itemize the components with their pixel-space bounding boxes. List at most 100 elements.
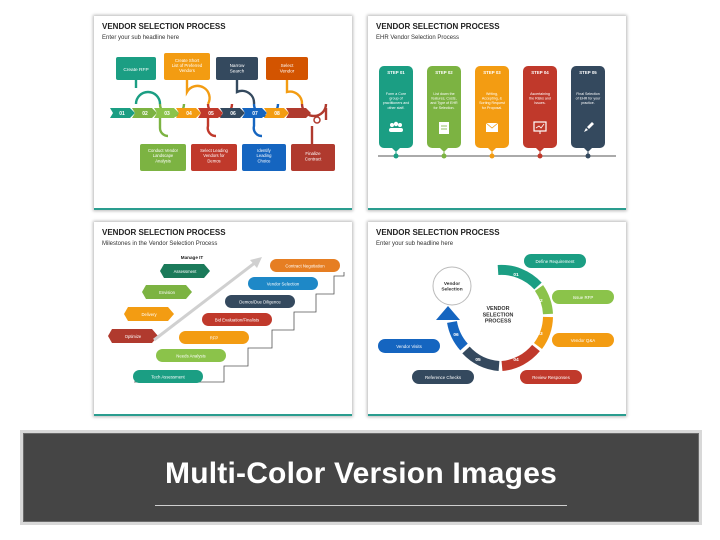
slide-thumbnail-2[interactable]: VENDOR SELECTION PROCESS EHR Vendor Sele…	[368, 16, 626, 210]
svg-text:02: 02	[537, 298, 543, 304]
people-icon	[389, 121, 403, 132]
svg-text:Issue RFP: Issue RFP	[573, 295, 594, 300]
stair-pill-7: Tech Assessment	[133, 370, 203, 383]
svg-text:Vendor Selection: Vendor Selection	[267, 282, 300, 287]
svg-text:STEP 04: STEP 04	[531, 70, 549, 75]
stair-pill-1: Contract Negotiation	[270, 259, 340, 272]
pill-review-responses: Review Responses	[520, 370, 582, 384]
svg-text:Tech Assessment: Tech Assessment	[151, 375, 185, 380]
svg-text:Optimize: Optimize	[125, 334, 142, 339]
slide-title: VENDOR SELECTION PROCESS	[102, 228, 226, 237]
svg-text:Manage IT: Manage IT	[181, 255, 204, 260]
slide-subtitle: Enter your sub headline here	[102, 35, 180, 41]
svg-text:Assessment: Assessment	[174, 269, 198, 274]
svg-text:Review Responses: Review Responses	[532, 375, 570, 380]
slide-thumbnail-4[interactable]: VENDOR SELECTION PROCESS Enter your sub …	[368, 222, 626, 416]
svg-text:Define Requirement: Define Requirement	[535, 259, 575, 264]
slide-thumbnail-3[interactable]: VENDOR SELECTION PROCESS Milestones in t…	[94, 222, 352, 416]
svg-text:02: 02	[142, 111, 148, 117]
slide-title: VENDOR SELECTION PROCESS	[102, 22, 226, 31]
top-box-1: Create RFP	[116, 57, 156, 80]
monitor-icon	[533, 121, 547, 134]
svg-text:STEP 02: STEP 02	[435, 70, 453, 75]
pill-reference-checks: Reference Checks	[412, 370, 474, 384]
svg-text:04: 04	[186, 111, 192, 117]
slide-subtitle: EHR Vendor Selection Process	[376, 35, 460, 41]
pill-vendor-visits: Vendor Visits	[378, 339, 440, 353]
svg-text:03: 03	[537, 331, 543, 337]
stair-pill-6: Needs Analysis	[156, 349, 226, 362]
left-pill-3: Delivery	[124, 307, 174, 321]
svg-text:STEP 03: STEP 03	[483, 70, 501, 75]
stair-pill-2: Vendor Selection	[248, 277, 318, 290]
step-card-3: STEP 03 Writing,Accepting, &Sorting Requ…	[475, 66, 509, 159]
svg-text:06: 06	[453, 332, 459, 338]
svg-text:STEP 05: STEP 05	[579, 70, 597, 75]
svg-text:01: 01	[513, 272, 519, 278]
svg-text:Vendor Q&A: Vendor Q&A	[571, 338, 595, 343]
svg-text:Contract Negotiation: Contract Negotiation	[285, 264, 325, 269]
multi-color-banner: Multi-Color Version Images	[20, 430, 702, 525]
slide-title: VENDOR SELECTION PROCESS	[376, 228, 500, 237]
left-pill-1: Assessment	[160, 264, 210, 278]
stair-pill-3: Demos/Due Diligence	[225, 295, 295, 308]
slide-thumbnail-1[interactable]: VENDOR SELECTION PROCESS Enter your sub …	[94, 16, 352, 210]
svg-text:Bid Evaluation/Finalists: Bid Evaluation/Finalists	[215, 318, 259, 323]
number-arrows: 01 02 03 04 05 06 07 08	[110, 108, 321, 124]
rocket-icon	[584, 122, 594, 132]
svg-text:Create RFP: Create RFP	[123, 67, 148, 73]
svg-text:03: 03	[164, 111, 170, 117]
banner-title: Multi-Color Version Images	[165, 457, 557, 490]
slide-title: VENDOR SELECTION PROCESS	[376, 22, 500, 31]
svg-text:04: 04	[513, 357, 519, 363]
svg-text:05: 05	[475, 357, 481, 363]
pill-vendor-qa: Vendor Q&A	[552, 333, 614, 347]
left-pill-4: Optimize	[108, 329, 158, 343]
svg-text:Envision: Envision	[159, 290, 175, 295]
banner-divider	[155, 505, 567, 506]
milestones-diagram: Manage IT Assessment Envision Delivery O…	[108, 255, 345, 383]
slide-subtitle: Milestones in the Vendor Selection Proce…	[102, 241, 218, 247]
svg-text:Needs Analysis: Needs Analysis	[176, 354, 205, 359]
svg-text:08: 08	[274, 111, 280, 117]
svg-text:06: 06	[230, 111, 236, 117]
stair-pill-4: Bid Evaluation/Finalists	[202, 313, 272, 326]
slide-subtitle: Enter your sub headline here	[376, 241, 454, 247]
svg-text:05: 05	[208, 111, 214, 117]
left-pill-2: Envision	[142, 285, 192, 299]
svg-text:07: 07	[252, 111, 258, 117]
pill-issue-rfp: Issue RFP	[552, 290, 614, 304]
document-icon	[439, 122, 449, 134]
svg-text:STEP 01: STEP 01	[387, 70, 405, 75]
svg-text:Demos/Due Diligence: Demos/Due Diligence	[239, 300, 281, 305]
svg-text:01: 01	[119, 111, 125, 117]
mail-icon	[485, 122, 499, 132]
